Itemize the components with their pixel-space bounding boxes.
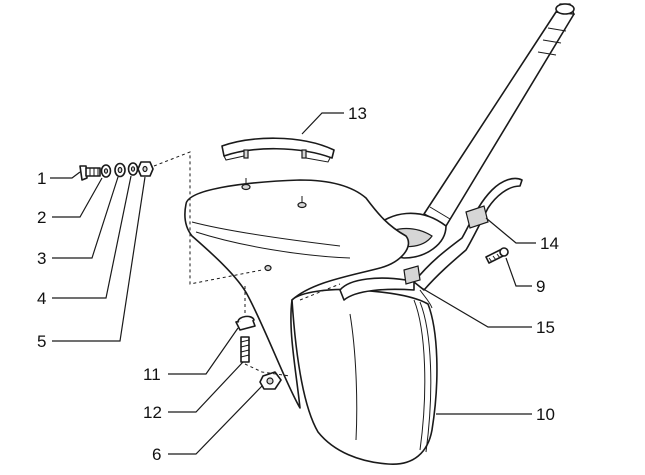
bolt-and-washers: [79, 161, 154, 181]
assembly-guide-upper: [153, 151, 263, 285]
callout-6: 6: [152, 445, 161, 464]
callout-9: 9: [536, 277, 545, 296]
callout-1: 1: [37, 169, 46, 188]
callout-labels: 1 2 3 4 5 6 9 10 11 12 13 14 15: [37, 104, 559, 464]
callout-3: 3: [37, 249, 46, 268]
callout-14: 14: [540, 234, 559, 253]
assembly-guide-lower: [244, 286, 291, 377]
callout-12: 12: [143, 403, 162, 422]
callout-5: 5: [37, 332, 46, 351]
assembly-guide-bracket: [299, 283, 341, 301]
callout-11: 11: [143, 365, 161, 384]
callout-4: 4: [37, 289, 46, 308]
front-mudguard: [184, 178, 410, 409]
callout-10: 10: [536, 405, 555, 424]
callout-13: 13: [348, 104, 367, 123]
callout-2: 2: [37, 208, 46, 227]
top-trim-strip: [221, 137, 335, 163]
leader-lines: [50, 112, 536, 455]
lower-fender-body: [291, 288, 438, 465]
lower-screw-and-nut: [235, 315, 282, 390]
cable-bracket: [339, 177, 523, 309]
screw-part-9: [485, 247, 509, 264]
callout-15: 15: [536, 318, 555, 337]
